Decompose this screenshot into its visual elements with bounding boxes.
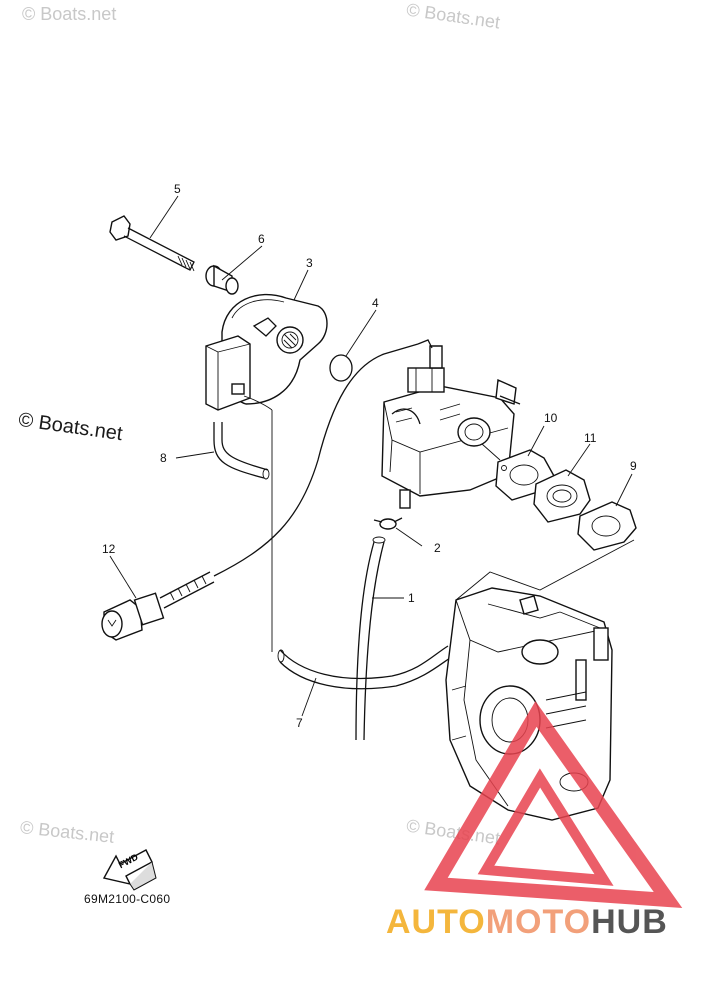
callout-11: 11 <box>584 431 597 445</box>
logo-part-hub: HUB <box>591 903 668 941</box>
choke-cable-end <box>417 339 433 349</box>
callout-7: 7 <box>296 716 303 730</box>
callout-1: 1 <box>408 591 415 605</box>
watermark-top-left: © Boats.net <box>22 4 117 24</box>
fuel-hose-long-part <box>355 536 386 741</box>
diagram-code: 69M2100-C060 <box>84 892 171 906</box>
fuel-pipe-short-part <box>213 422 270 480</box>
fuel-hose-joint-part <box>277 645 457 690</box>
callout-9: 9 <box>630 459 637 473</box>
fuel-filter-part <box>205 293 328 411</box>
callout-3: 3 <box>306 256 313 270</box>
callout-2: 2 <box>434 541 441 555</box>
callout-10: 10 <box>544 411 558 425</box>
callout-5: 5 <box>174 182 181 196</box>
callout-4: 4 <box>372 296 379 310</box>
o-ring-part <box>329 354 353 382</box>
choke-knob-part <box>101 571 215 641</box>
hose-clip-part <box>373 517 403 530</box>
callout-leaders <box>109 195 633 717</box>
bolt-part <box>109 215 195 272</box>
callout-12: 12 <box>102 542 116 556</box>
carburetor-part <box>381 345 521 509</box>
callout-6: 6 <box>258 232 265 246</box>
logo-part-auto: AUTO <box>386 903 486 941</box>
logo-part-moto: MOTO <box>485 903 592 941</box>
gasket-11-part <box>533 469 591 523</box>
brand-logo: AUTOMOTOHUB <box>386 903 668 942</box>
choke-cable-line <box>213 343 419 577</box>
gasket-alignment-line <box>455 539 635 601</box>
fwd-arrow-icon <box>102 849 157 891</box>
gasket-9-part <box>577 501 637 551</box>
callout-8: 8 <box>160 451 167 465</box>
filter-outlet-line <box>243 395 273 411</box>
carb-gasket-line <box>481 443 501 461</box>
logo-triangle-icon <box>424 701 683 909</box>
